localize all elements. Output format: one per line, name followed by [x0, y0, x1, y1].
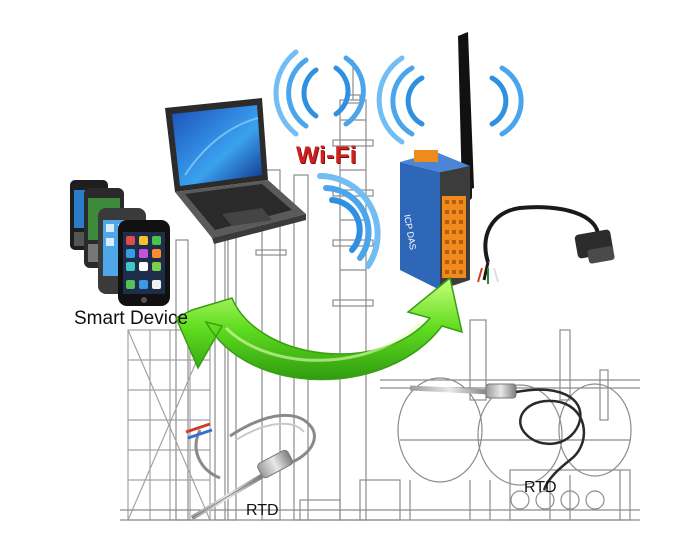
rtd-label-right: RTD [524, 479, 557, 496]
wifi-waves-icon [273, 49, 524, 269]
green-arrow-icon [175, 276, 464, 381]
rtd-probe-icon [409, 383, 586, 491]
rtd-label-left: RTD [246, 502, 279, 519]
rtd-probe-icon [185, 414, 316, 521]
cable-icon [477, 205, 615, 284]
laptop-icon [165, 98, 306, 244]
io-module: ICP DAS [400, 150, 470, 290]
wifi-label: Wi-Fi [296, 142, 357, 169]
smart-device-label: Smart Device [74, 308, 189, 329]
smartphone-icon [70, 180, 170, 306]
